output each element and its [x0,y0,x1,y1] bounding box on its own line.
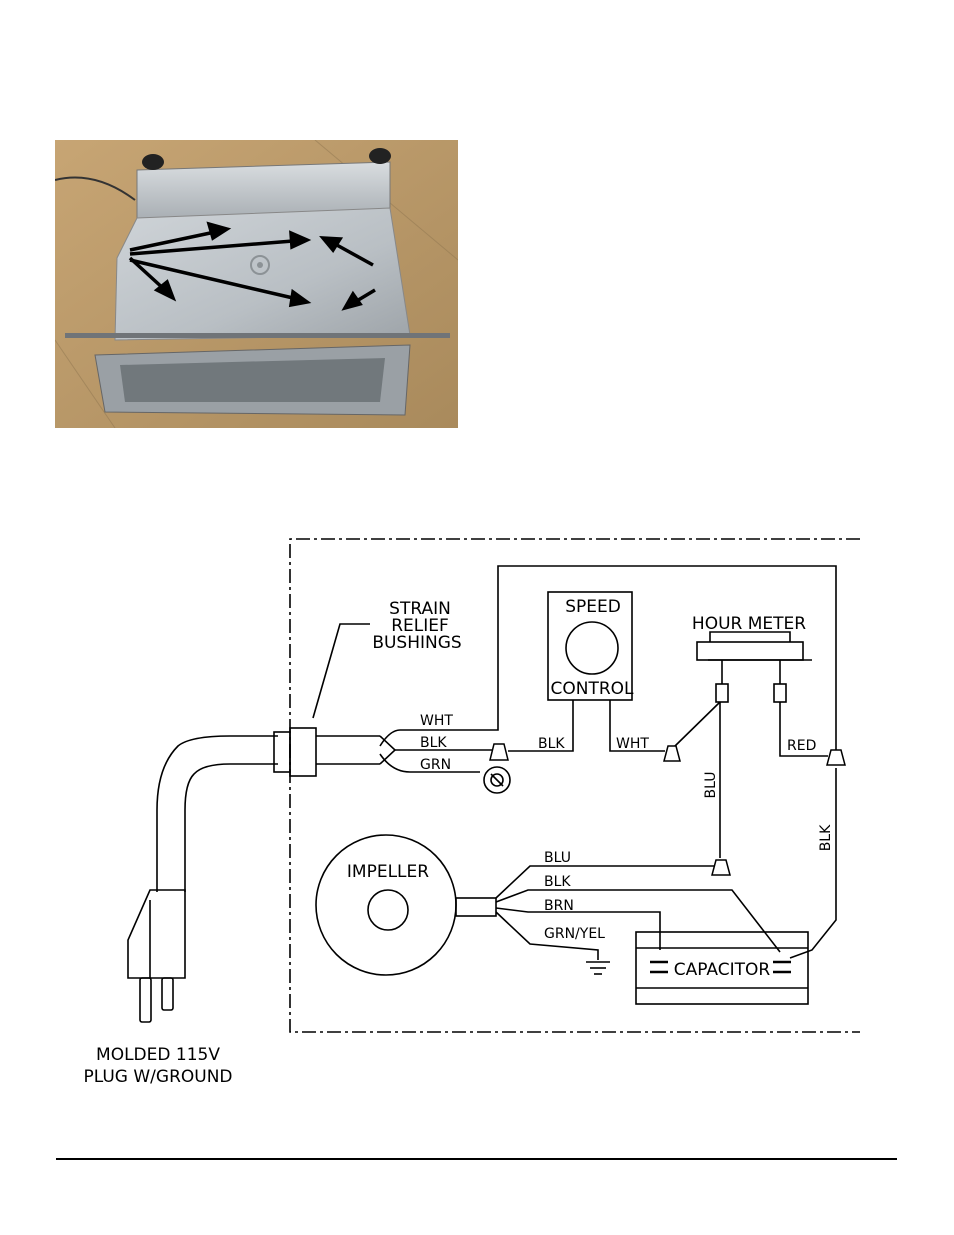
blu-wire-imp [496,866,714,898]
label-leader [313,624,370,718]
wire-label-grn: GRN [420,757,451,773]
hour-meter [697,642,803,660]
wire-label-wht-in: WHT [420,713,453,729]
wire-label-blk-in: BLK [420,735,447,751]
strain-relief-label-3: BUSHINGS [372,633,461,653]
wire-label-blu-imp: BLU [544,850,571,866]
rubber-foot [369,148,391,164]
capacitor-label: CAPACITOR [674,960,771,980]
wire-label-blk-imp: BLK [544,874,571,890]
wire-label-blk-sc: BLK [538,736,565,752]
impeller-label: IMPELLER [347,862,429,882]
plug-label-2: PLUG W/GROUND [83,1067,232,1087]
speed-label: SPEED [565,597,621,617]
plug-label-1: MOLDED 115V [96,1045,220,1065]
wire-label-red: RED [787,738,816,754]
impeller-hub [368,890,408,930]
hour-meter-label: HOUR METER [692,614,806,634]
product-photo [55,140,458,428]
plug [128,890,185,978]
wiring-diagram: STRAIN RELIEF BUSHINGS SPEED CONTROL HOU… [0,520,954,1100]
blk-wire-vertical [790,768,836,958]
wire-label-blk-vertical: BLK [818,824,834,851]
cord-inner [185,764,278,892]
wire-label-blu-vertical: BLU [703,772,719,799]
strain-relief-bushing [274,732,290,772]
footer-rule [56,1158,897,1160]
blk-wire-imp [496,890,780,952]
rod [65,333,450,338]
wire-label-wht-sc: WHT [616,736,649,752]
control-label: CONTROL [550,679,634,699]
impeller [316,835,456,975]
cord-outer [157,736,278,892]
speed-knob [566,622,618,674]
wire-label-brn: BRN [544,898,574,914]
rubber-foot [142,154,164,170]
wire-label-grn-yel: GRN/YEL [544,926,605,942]
